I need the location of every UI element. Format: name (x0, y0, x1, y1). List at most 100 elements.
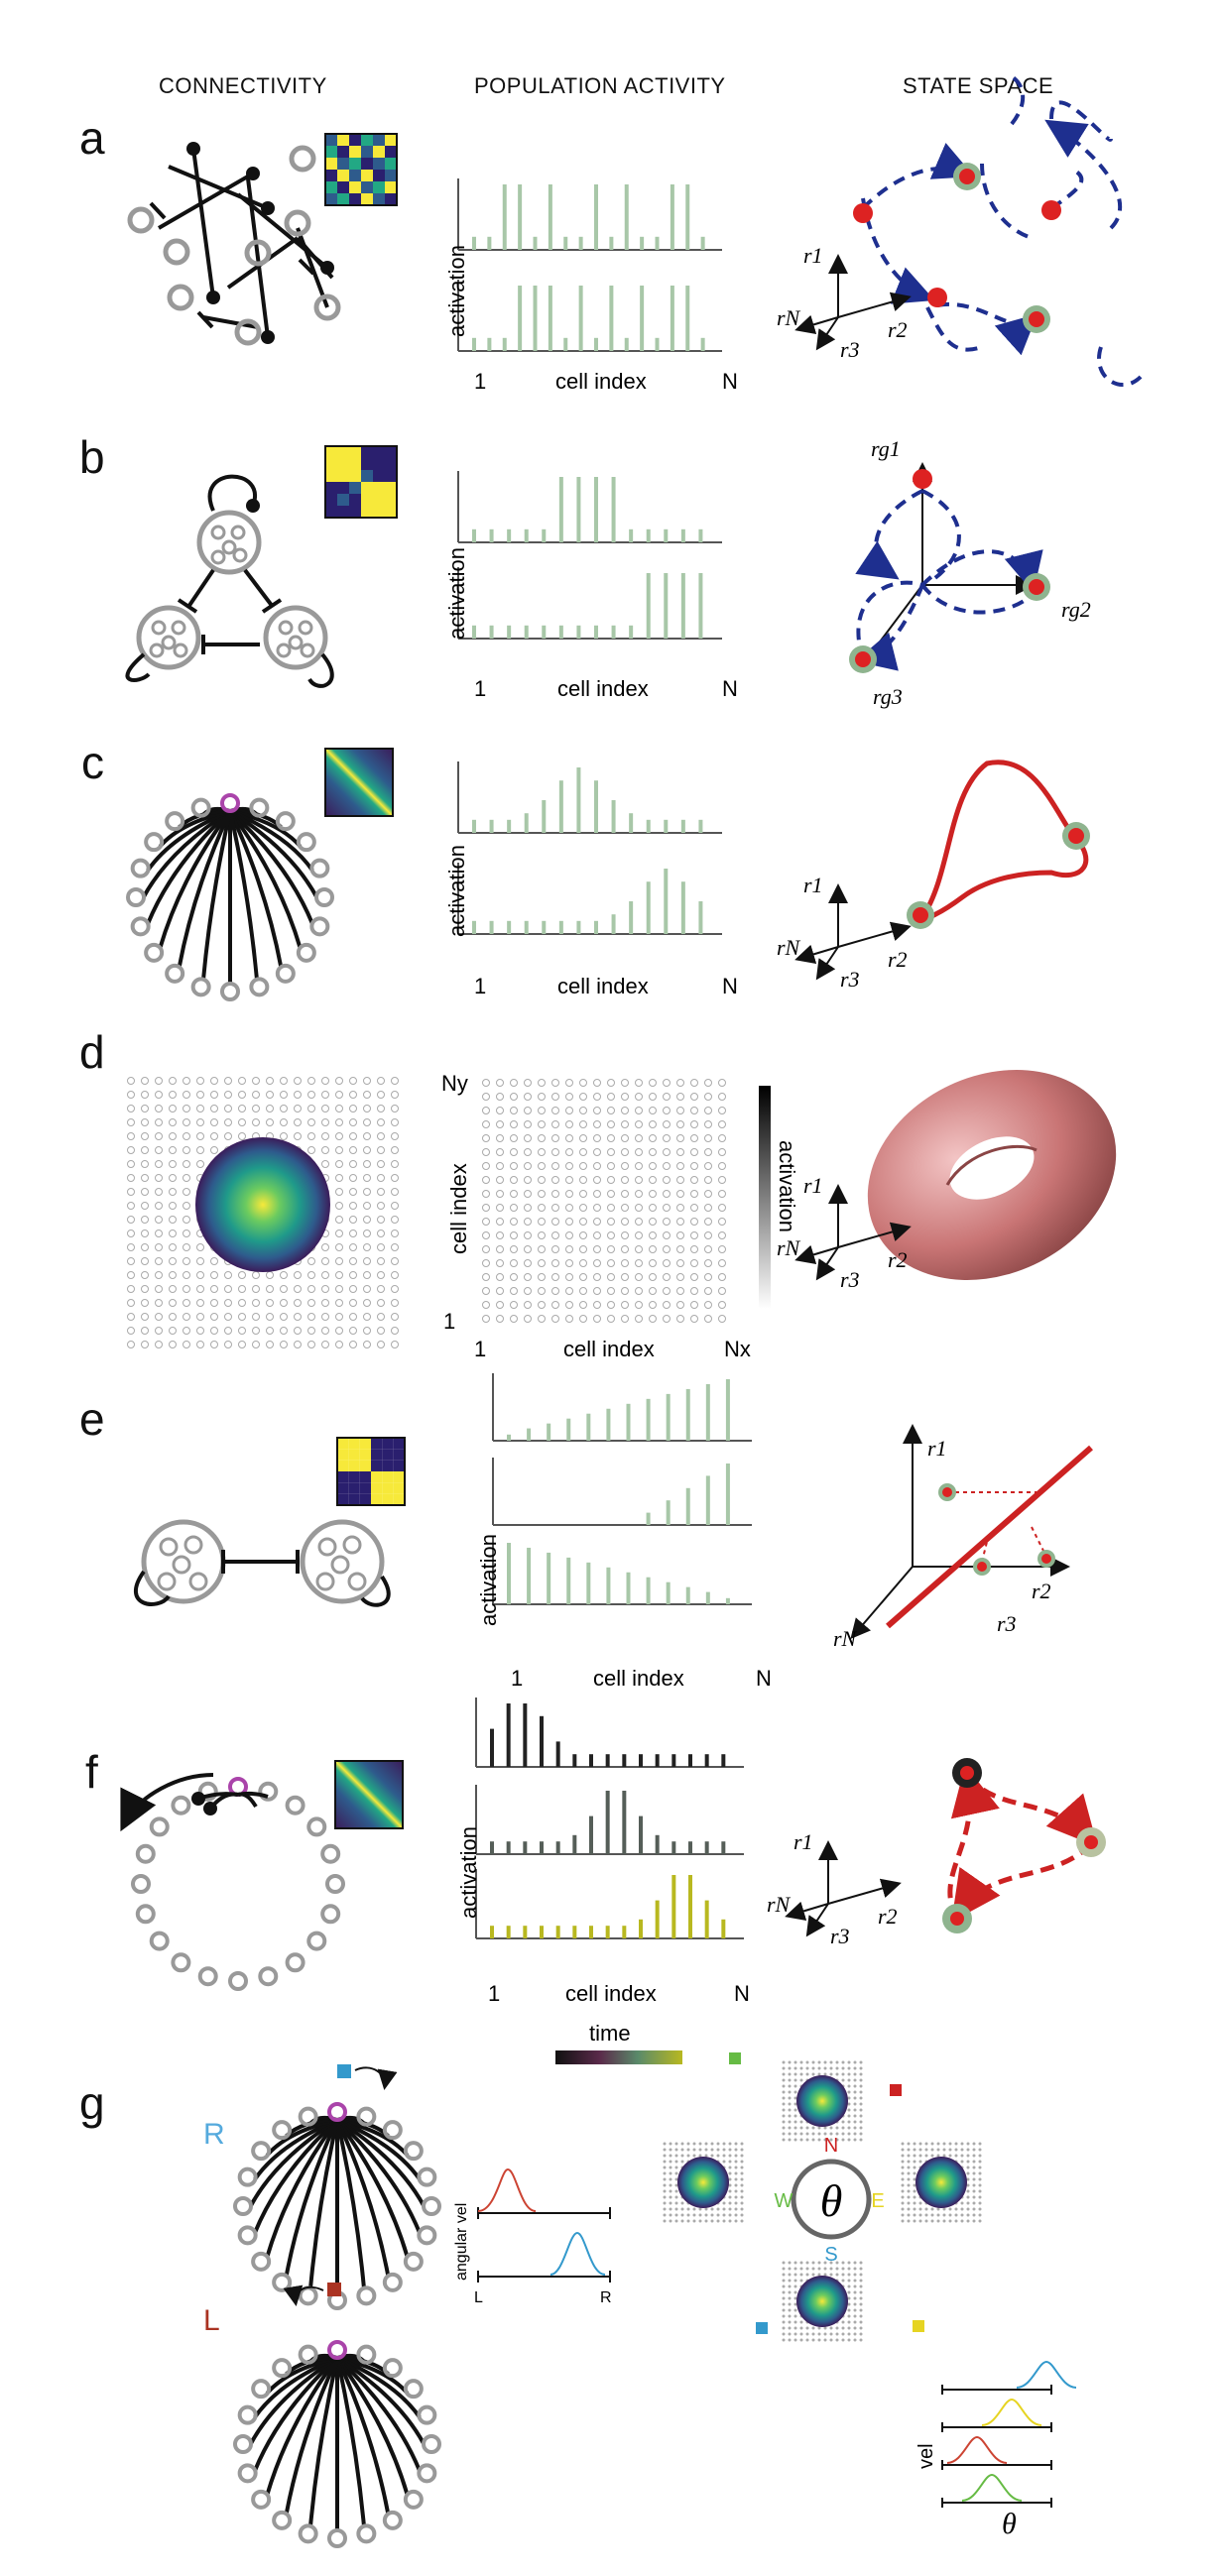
label-rg3: rg3 (873, 684, 903, 709)
bar-a-0-14 (685, 184, 690, 250)
sheet-cell (811, 2138, 815, 2142)
grid-cell (524, 1176, 532, 1184)
bar-a-1-15 (700, 337, 705, 351)
grid-cell (663, 1301, 671, 1309)
sheet-cell (960, 2148, 964, 2152)
sheet-cell (740, 2154, 744, 2158)
bar-a-0-3 (518, 184, 523, 250)
bar-c-1-0 (472, 920, 476, 934)
sheet-cell (847, 2078, 851, 2082)
activation-label-a: activation (444, 245, 469, 337)
matrix-cell (348, 1449, 360, 1461)
grid-cell (690, 1176, 698, 1184)
bar-b-1-5 (558, 625, 563, 639)
grid-cell (377, 1216, 385, 1224)
bar-e-0-7 (646, 1398, 651, 1441)
sheet-cell (782, 2102, 786, 2106)
sheet-cell (847, 2132, 851, 2136)
sheet-cell (740, 2171, 744, 2175)
panel-f-shift-arrow (120, 1773, 214, 1832)
sheet-cell (859, 2072, 863, 2076)
sheet-cell (686, 2148, 690, 2152)
bar-b-1-10 (646, 573, 651, 639)
bar-b-0-3 (524, 528, 529, 542)
sheet-cell (799, 2072, 803, 2076)
sheet-cell (847, 2284, 851, 2288)
sheet-cell (710, 2219, 714, 2223)
sheet-cell (817, 2126, 821, 2130)
sheet-cell (954, 2213, 958, 2217)
grid-cell (621, 1218, 629, 1226)
grid-cell (593, 1259, 601, 1267)
panel-a-connectivity-matrix (324, 133, 398, 206)
sheet-cell (805, 2267, 809, 2271)
grid-cell (210, 1299, 218, 1307)
ring-cell (356, 2285, 377, 2306)
grid-cell (363, 1257, 371, 1265)
sheet-cell (811, 2072, 815, 2076)
grid-cell (224, 1299, 232, 1307)
grid-cell (155, 1132, 163, 1140)
first-index-a: 1 (474, 369, 486, 394)
grid-cell (538, 1259, 546, 1267)
grid-cell (635, 1245, 643, 1253)
grid-cell (704, 1134, 712, 1142)
panel-label-c: c (81, 737, 104, 788)
sheet-cell (740, 2207, 744, 2211)
grid-cell (391, 1118, 399, 1126)
panel-g-ring-right (233, 2102, 441, 2310)
grid-cell (169, 1327, 177, 1335)
matrix-cell (359, 1449, 371, 1461)
grid-cell (349, 1271, 357, 1279)
panel-b-synapse (246, 499, 260, 513)
sheet-cell (674, 2148, 678, 2152)
grid-cell (127, 1091, 135, 1099)
sheet-cell (847, 2108, 851, 2112)
sheet-cell (728, 2213, 732, 2217)
grid-cell (565, 1259, 573, 1267)
sheet-cell (663, 2189, 667, 2193)
grid-cell (377, 1132, 385, 1140)
ring-cell (275, 811, 296, 832)
bar-e-0-6 (626, 1403, 631, 1441)
sheet-cell (793, 2108, 797, 2112)
sheet-cell (823, 2126, 827, 2130)
grid-cell (238, 1271, 246, 1279)
grid-cell (565, 1120, 573, 1128)
bar-f-0-10 (655, 1754, 660, 1767)
bar-c-0-7 (594, 780, 598, 833)
grid-cell (565, 1231, 573, 1239)
cell-index-c: cell index (557, 974, 649, 998)
grid-cell (196, 1091, 204, 1099)
grid-cell (510, 1120, 518, 1128)
sheet-cell (710, 2148, 714, 2152)
grid-cell (363, 1077, 371, 1085)
grid-cell (169, 1285, 177, 1293)
grid-cell (377, 1257, 385, 1265)
grid-cell (252, 1299, 260, 1307)
grid-cell (183, 1257, 190, 1265)
matrix-cell (361, 446, 373, 458)
sheet-cell (853, 2096, 857, 2100)
sheet-cell (859, 2308, 863, 2312)
panel-f-ring-network (131, 1777, 345, 1991)
grid-cell (524, 1315, 532, 1323)
sheet-cell (669, 2177, 672, 2181)
grid-cell (196, 1271, 204, 1279)
sheet-cell (669, 2154, 672, 2158)
grid-cell (607, 1315, 615, 1323)
sheet-cell (972, 2201, 976, 2205)
panel-e-connectivity-matrix (336, 1437, 406, 1506)
sheet-cell (942, 2219, 946, 2223)
sheet-cell (918, 2160, 922, 2164)
matrix-cell (373, 470, 385, 482)
grid-cell (663, 1190, 671, 1198)
bar-f-0-8 (622, 1754, 627, 1767)
bar-a-1-6 (563, 337, 568, 351)
ring-cell (296, 832, 316, 853)
sheet-cell (841, 2326, 845, 2330)
activation-label-f: activation (456, 1826, 481, 1919)
sheet-cell (680, 2142, 684, 2146)
sheet-cell (841, 2267, 845, 2271)
bar-a-0-12 (655, 236, 660, 250)
